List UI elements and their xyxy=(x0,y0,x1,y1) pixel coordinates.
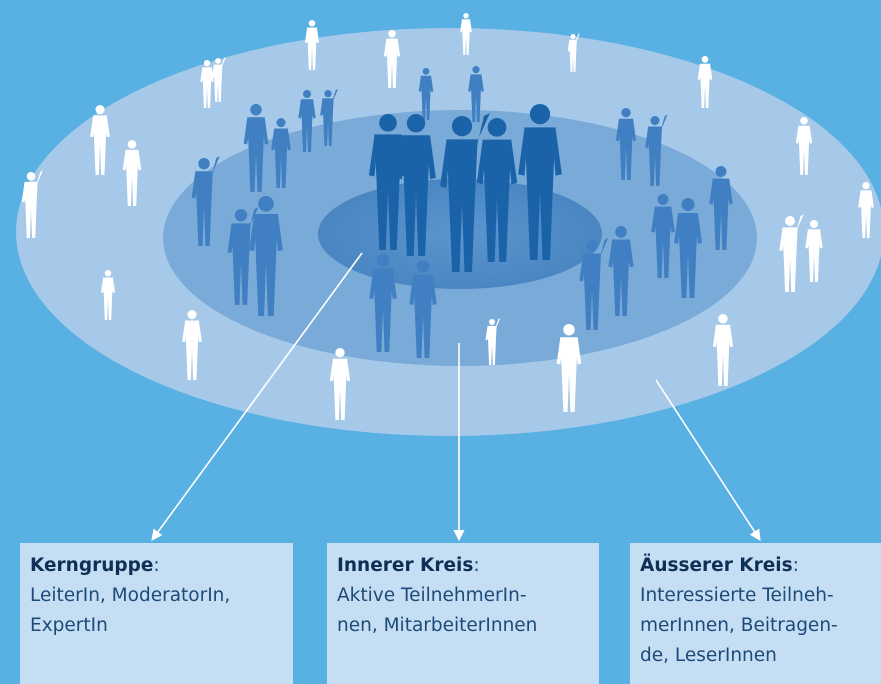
inner-person-icon xyxy=(409,260,437,358)
outer-person-icon xyxy=(329,348,351,420)
outer-person-icon xyxy=(122,140,142,206)
outer-person-icon xyxy=(697,56,713,108)
innerer-kreis-box: Innerer Kreis: Aktive TeilnehmerIn- nen,… xyxy=(327,543,599,684)
innerer-kreis-title: Innerer Kreis xyxy=(337,555,474,576)
kerngruppe-line-1: LeiterIn, ModeratorIn, xyxy=(30,585,231,606)
outer-person-icon xyxy=(101,270,115,320)
aeusserer-kreis-line-3: de, LeserInnen xyxy=(640,645,777,666)
core-person-icon xyxy=(518,104,562,261)
outer-person-icon xyxy=(567,33,580,72)
aeusserer-kreis-box: Äusserer Kreis: Interessierte Teilneh- m… xyxy=(630,543,881,684)
core-person-icon xyxy=(440,112,491,272)
inner-person-icon xyxy=(579,238,609,330)
kerngruppe-line-2: ExpertIn xyxy=(30,615,108,636)
core-person-icon xyxy=(476,118,518,262)
innerer-kreis-line-2: nen, MitarbeiterInnen xyxy=(337,615,538,636)
inner-person-icon xyxy=(298,90,316,152)
inner-person-icon xyxy=(243,104,269,192)
arrow-kerngruppe xyxy=(151,252,363,541)
outer-person-icon xyxy=(712,314,734,386)
outer-person-icon xyxy=(90,105,110,175)
outer-person-icon xyxy=(779,214,804,292)
core-person-icon xyxy=(396,114,436,256)
outer-person-icon xyxy=(556,324,582,412)
inner-person-icon xyxy=(191,156,220,246)
kerngruppe-box: Kerngruppe: LeiterIn, ModeratorIn, Exper… xyxy=(20,543,293,684)
outer-person-icon xyxy=(460,13,472,55)
inner-person-icon xyxy=(608,226,634,316)
outer-person-icon xyxy=(21,170,43,238)
inner-person-icon xyxy=(709,166,733,250)
aeusserer-kreis-colon: : xyxy=(792,555,799,576)
outer-person-icon xyxy=(383,30,401,88)
outer-person-icon xyxy=(795,117,813,175)
inner-person-icon xyxy=(249,196,283,316)
inner-person-icon xyxy=(369,254,397,352)
inner-person-icon xyxy=(320,88,339,146)
outer-person-icon xyxy=(305,20,319,70)
outer-person-icon xyxy=(200,60,214,108)
outer-person-icon xyxy=(858,182,874,238)
inner-person-icon xyxy=(651,194,675,278)
inner-person-icon xyxy=(418,68,434,120)
outer-person-icon xyxy=(805,220,823,282)
kerngruppe-title: Kerngruppe xyxy=(30,555,154,576)
inner-person-icon xyxy=(645,114,668,186)
outer-person-icon xyxy=(182,310,202,380)
outer-person-icon xyxy=(485,318,501,365)
inner-person-icon xyxy=(271,118,291,188)
inner-person-icon xyxy=(615,108,637,180)
aeusserer-kreis-line-1: Interessierte Teilneh- xyxy=(640,585,834,606)
inner-person-icon xyxy=(468,66,484,122)
inner-person-icon xyxy=(674,198,702,298)
innerer-kreis-line-1: Aktive TeilnehmerIn- xyxy=(337,585,527,606)
inner-person-icon xyxy=(227,207,259,305)
aeusserer-kreis-line-2: merInnen, Beitragen- xyxy=(640,615,838,636)
outer-person-icon xyxy=(211,57,226,102)
aeusserer-kreis-title: Äusserer Kreis xyxy=(640,555,793,576)
people-silhouettes xyxy=(21,13,874,420)
innerer-kreis-colon: : xyxy=(473,555,480,576)
kerngruppe-colon: : xyxy=(153,555,160,576)
arrow-aeusserer-kreis xyxy=(655,379,761,541)
